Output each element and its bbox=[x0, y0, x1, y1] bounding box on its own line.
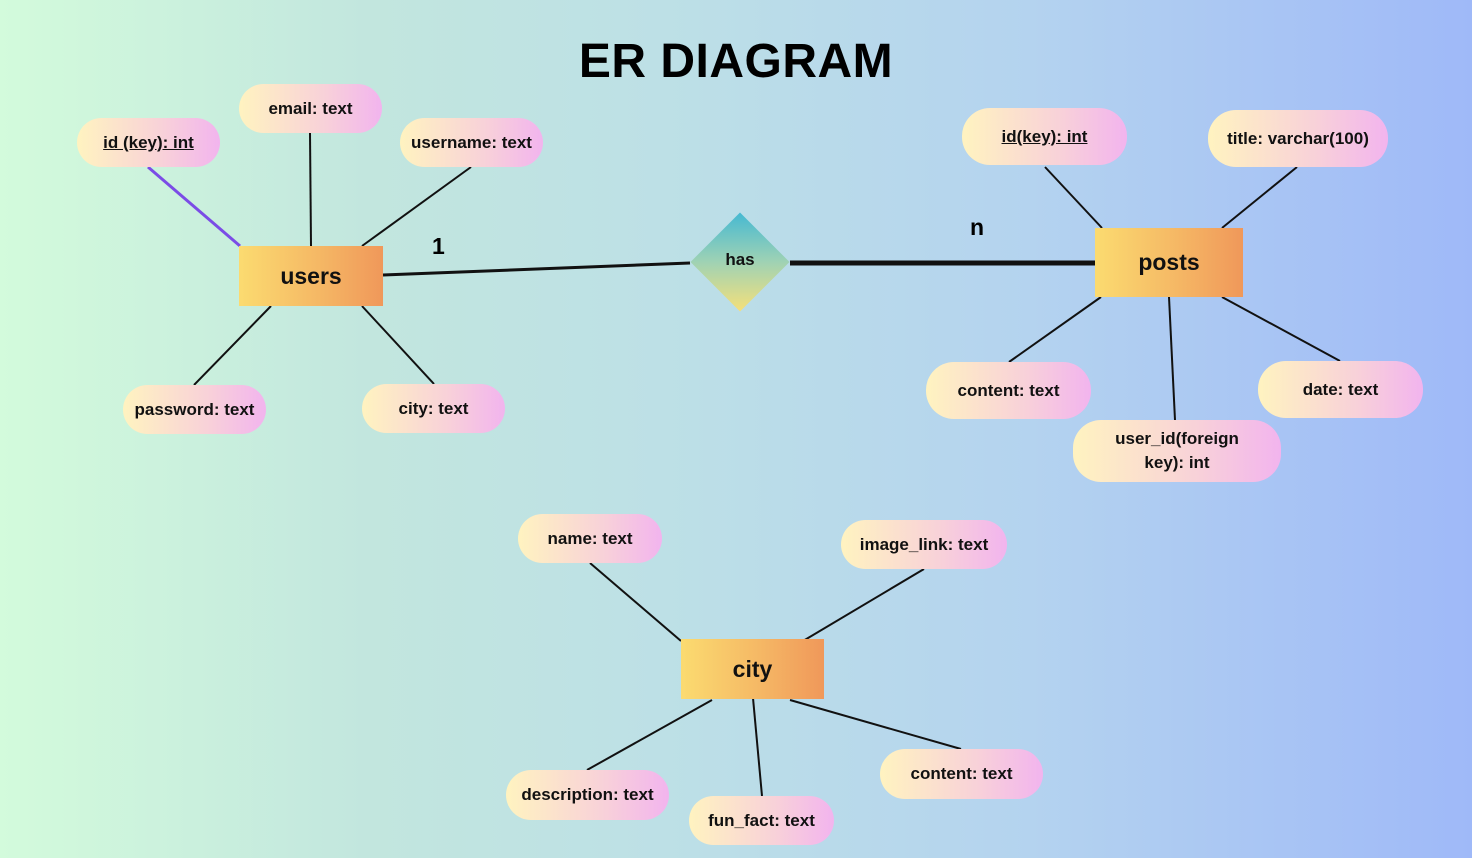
diagram-title: ER DIAGRAM bbox=[578, 35, 894, 88]
attr-users-id-label: id (key): int bbox=[103, 132, 194, 152]
entity-users: users bbox=[239, 246, 383, 306]
attr-city-image-link: image_link: text bbox=[841, 520, 1007, 569]
line-posts-content bbox=[1008, 296, 1102, 363]
attr-posts-id-label: id(key): int bbox=[1001, 126, 1088, 146]
line-city-image bbox=[802, 568, 925, 642]
line-users-username bbox=[361, 166, 472, 247]
attr-posts-content: content: text bbox=[926, 362, 1091, 419]
attr-city-content: content: text bbox=[880, 749, 1043, 799]
line-posts-title bbox=[1221, 166, 1298, 229]
attr-posts-date: date: text bbox=[1258, 361, 1423, 418]
entity-posts: posts bbox=[1095, 228, 1243, 297]
line-users-has bbox=[382, 261, 691, 277]
line-users-email bbox=[309, 132, 312, 247]
relationship-label: has bbox=[725, 250, 755, 269]
line-users-city bbox=[361, 305, 435, 385]
line-posts-date bbox=[1221, 296, 1341, 362]
line-city-content bbox=[789, 699, 962, 750]
line-city-funfact bbox=[752, 697, 763, 797]
attr-users-email: email: text bbox=[239, 84, 382, 133]
cardinality-many: n bbox=[970, 214, 985, 240]
line-users-password bbox=[193, 305, 272, 386]
line-city-description bbox=[586, 699, 713, 771]
entity-city: city bbox=[681, 639, 824, 699]
attr-users-password: password: text bbox=[123, 385, 266, 434]
attr-city-name: name: text bbox=[518, 514, 662, 563]
attr-posts-title: title: varchar(100) bbox=[1208, 110, 1388, 167]
attr-city-fun-fact: fun_fact: text bbox=[689, 796, 834, 845]
attr-users-username: username: text bbox=[400, 118, 543, 167]
attr-users-id: id (key): int bbox=[77, 118, 220, 167]
attr-users-city: city: text bbox=[362, 384, 505, 433]
line-city-name bbox=[589, 562, 682, 642]
attr-city-description: description: text bbox=[506, 770, 669, 820]
attr-posts-userid: user_id(foreign key): int bbox=[1073, 420, 1281, 482]
line-posts-userid bbox=[1168, 296, 1176, 421]
line-users-id bbox=[147, 165, 241, 248]
line-posts-id bbox=[1044, 166, 1103, 229]
attr-posts-id: id(key): int bbox=[962, 108, 1127, 165]
cardinality-one: 1 bbox=[432, 233, 445, 259]
